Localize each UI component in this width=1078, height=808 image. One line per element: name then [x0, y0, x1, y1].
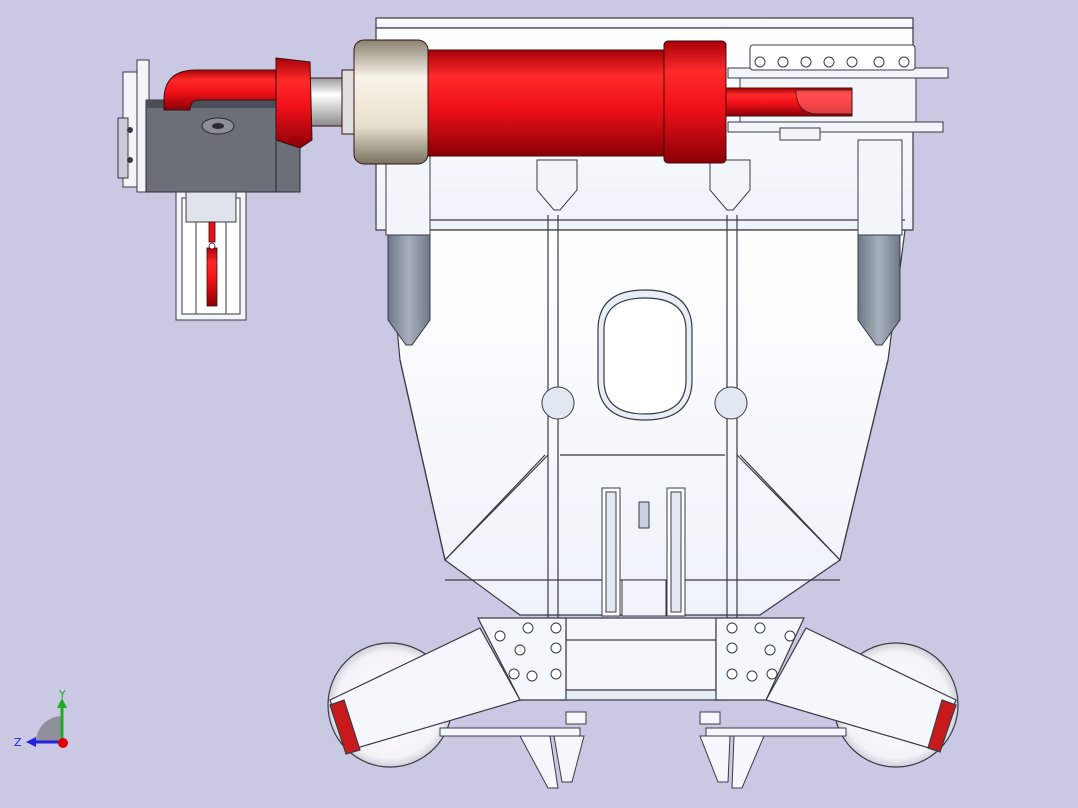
- grey-cone-right: [857, 139, 903, 346]
- side-holes: [541, 386, 748, 420]
- center-oval-opening: [597, 289, 693, 421]
- grey-cone-left: [385, 139, 431, 346]
- rail-holes: [754, 56, 910, 68]
- actuator-unit[interactable]: [117, 57, 313, 193]
- left-wheel[interactable]: [327, 627, 521, 768]
- right-gusset-holes: [726, 622, 796, 682]
- center-slots: [601, 487, 686, 617]
- lower-crossbeam: [559, 617, 723, 701]
- right-wheel[interactable]: [765, 627, 959, 768]
- y-axis-label: Y: [58, 688, 66, 701]
- y-axis-arrowhead: [57, 698, 67, 708]
- hopper-funnels: [536, 159, 751, 211]
- left-gusset-holes: [494, 622, 562, 682]
- bottom-forks: [439, 711, 847, 789]
- z-axis-arrowhead: [26, 737, 36, 747]
- x-axis-origin-dot: [58, 738, 68, 748]
- small-red-piston[interactable]: [206, 221, 218, 307]
- axis-triad[interactable]: Y Z: [14, 688, 68, 749]
- hydraulic-cylinder[interactable]: [307, 39, 853, 165]
- axis-triad-plane: [36, 716, 62, 742]
- z-axis-label: Z: [14, 736, 22, 749]
